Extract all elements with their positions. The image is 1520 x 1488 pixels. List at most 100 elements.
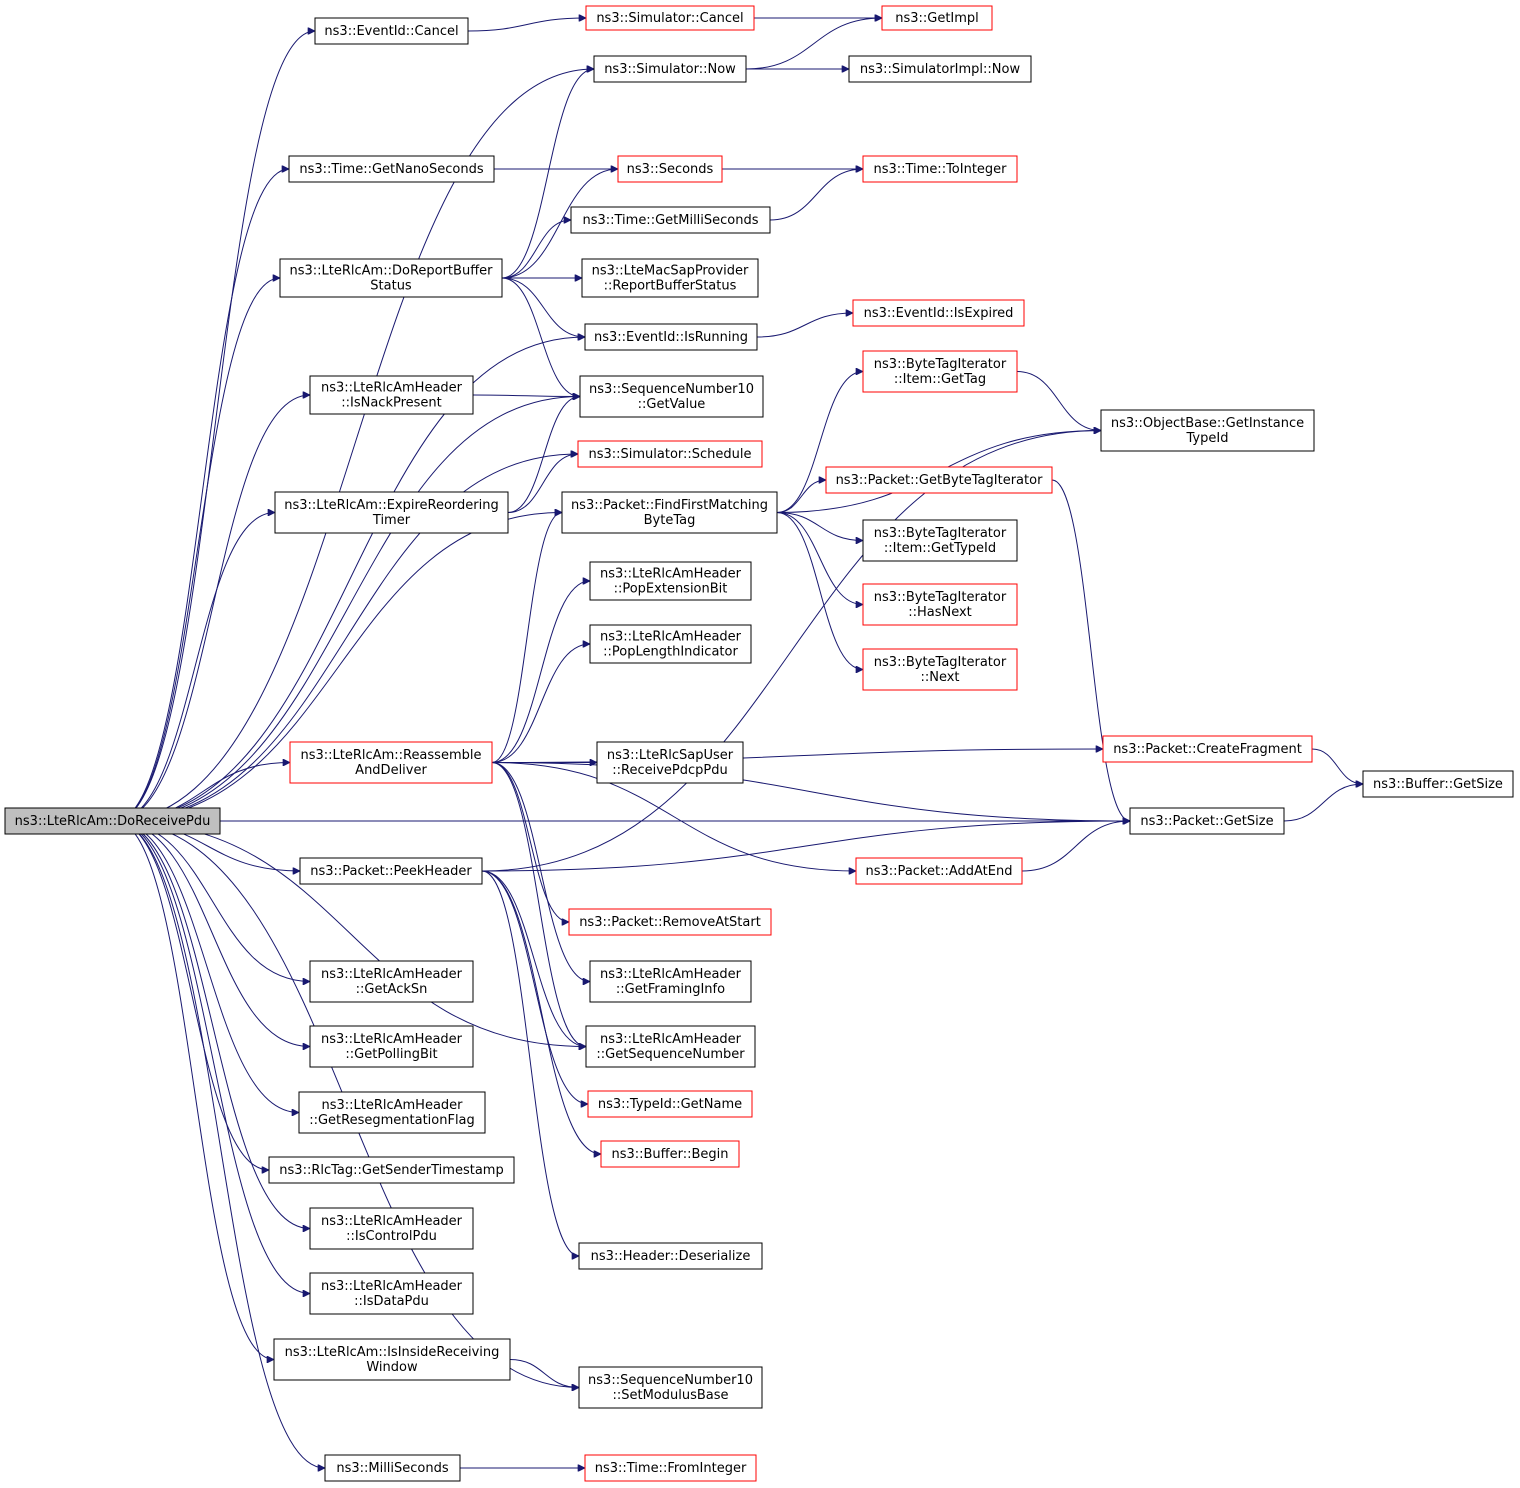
node-popLen[interactable]: ns3::LteRlcAmHeader::PopLengthIndicator bbox=[589, 624, 752, 664]
node-hdrDeser[interactable]: ns3::Header::Deserialize bbox=[578, 1242, 763, 1270]
node-box-reassemble[interactable] bbox=[289, 741, 493, 784]
node-sapUser[interactable]: ns3::LteRlcSapUser::ReceivePdcpPdu bbox=[596, 741, 744, 784]
node-box-doReport[interactable] bbox=[279, 258, 503, 298]
node-addAtEnd[interactable]: ns3::Packet::AddAtEnd bbox=[855, 857, 1023, 885]
node-box-getPolling[interactable] bbox=[309, 1025, 474, 1068]
node-box-objGetInst[interactable] bbox=[1100, 409, 1315, 452]
node-box-seconds[interactable] bbox=[617, 155, 723, 183]
node-box-macSap[interactable] bbox=[581, 258, 759, 298]
node-box-hdrDeser[interactable] bbox=[578, 1242, 763, 1270]
node-simNow[interactable]: ns3::Simulator::Now bbox=[593, 55, 747, 83]
node-simCancel[interactable]: ns3::Simulator::Cancel bbox=[585, 5, 755, 31]
node-box-isRunning[interactable] bbox=[584, 323, 758, 351]
node-btItemTypeId[interactable]: ns3::ByteTagIterator::Item::GetTypeId bbox=[862, 519, 1018, 562]
node-btNext[interactable]: ns3::ByteTagIterator::Next bbox=[862, 648, 1018, 691]
node-box-getImpl[interactable] bbox=[881, 5, 993, 31]
node-box-btItemTypeId[interactable] bbox=[862, 519, 1018, 562]
node-createFrag[interactable]: ns3::Packet::CreateFragment bbox=[1102, 735, 1313, 763]
node-box-toInteger[interactable] bbox=[862, 155, 1018, 183]
node-isRunning[interactable]: ns3::EventId::IsRunning bbox=[584, 323, 758, 351]
node-getFraming[interactable]: ns3::LteRlcAmHeader::GetFramingInfo bbox=[589, 960, 752, 1003]
node-getBTIter[interactable]: ns3::Packet::GetByteTagIterator bbox=[825, 466, 1053, 494]
node-getAckSn[interactable]: ns3::LteRlcAmHeader::GetAckSn bbox=[309, 960, 474, 1003]
node-box-getAckSn[interactable] bbox=[309, 960, 474, 1003]
node-box-isInside[interactable] bbox=[273, 1338, 511, 1381]
node-getNano[interactable]: ns3::Time::GetNanoSeconds bbox=[288, 155, 495, 183]
node-peekHeader[interactable]: ns3::Packet::PeekHeader bbox=[299, 857, 483, 885]
node-getImpl[interactable]: ns3::GetImpl bbox=[881, 5, 993, 31]
node-box-getNano[interactable] bbox=[288, 155, 495, 183]
node-box-getFraming[interactable] bbox=[589, 960, 752, 1003]
node-box-fromInteger[interactable] bbox=[584, 1454, 757, 1482]
node-bufGetSize[interactable]: ns3::Buffer::GetSize bbox=[1362, 770, 1514, 798]
node-box-typeGetName[interactable] bbox=[587, 1090, 753, 1118]
node-box-sqGetValue[interactable] bbox=[579, 375, 764, 418]
node-box-btNext[interactable] bbox=[862, 648, 1018, 691]
node-box-setMod[interactable] bbox=[578, 1366, 763, 1409]
node-box-simNow[interactable] bbox=[593, 55, 747, 83]
node-box-isExpired[interactable] bbox=[852, 299, 1025, 327]
node-box-sapUser[interactable] bbox=[596, 741, 744, 784]
node-box-createFrag[interactable] bbox=[1102, 735, 1313, 763]
node-isNack[interactable]: ns3::LteRlcAmHeader::IsNackPresent bbox=[309, 375, 474, 415]
node-getReseg[interactable]: ns3::LteRlcAmHeader::GetResegmentationFl… bbox=[298, 1091, 486, 1134]
node-box-getSeqNum[interactable] bbox=[585, 1025, 756, 1068]
node-box-addAtEnd[interactable] bbox=[855, 857, 1023, 885]
node-box-bufBegin[interactable] bbox=[600, 1140, 740, 1168]
node-box-peekHeader[interactable] bbox=[299, 857, 483, 885]
node-box-popExt[interactable] bbox=[589, 561, 752, 601]
node-box-btItemGetTag[interactable] bbox=[862, 350, 1018, 393]
node-bufBegin[interactable]: ns3::Buffer::Begin bbox=[600, 1140, 740, 1168]
node-box-evCancel[interactable] bbox=[314, 17, 469, 45]
node-popExt[interactable]: ns3::LteRlcAmHeader::PopExtensionBit bbox=[589, 561, 752, 601]
node-box-expireReord[interactable] bbox=[274, 491, 509, 534]
node-macSap[interactable]: ns3::LteMacSapProvider::ReportBufferStat… bbox=[581, 258, 759, 298]
node-box-milliSec[interactable] bbox=[324, 1454, 461, 1482]
node-box-simSchedule[interactable] bbox=[577, 440, 763, 468]
node-toInteger[interactable]: ns3::Time::ToInteger bbox=[862, 155, 1018, 183]
node-box-removeAtStart[interactable] bbox=[568, 908, 772, 936]
node-box-isNack[interactable] bbox=[309, 375, 474, 415]
node-box-getBTIter[interactable] bbox=[825, 466, 1053, 494]
node-box-root[interactable] bbox=[4, 807, 221, 835]
node-seconds[interactable]: ns3::Seconds bbox=[617, 155, 723, 183]
node-isData[interactable]: ns3::LteRlcAmHeader::IsDataPdu bbox=[309, 1272, 474, 1315]
node-milliSec[interactable]: ns3::MilliSeconds bbox=[324, 1454, 461, 1482]
node-getMilli[interactable]: ns3::Time::GetMilliSeconds bbox=[570, 206, 771, 234]
node-evCancel[interactable]: ns3::EventId::Cancel bbox=[314, 17, 469, 45]
node-getSeqNum[interactable]: ns3::LteRlcAmHeader::GetSequenceNumber bbox=[585, 1025, 756, 1068]
node-removeAtStart[interactable]: ns3::Packet::RemoveAtStart bbox=[568, 908, 772, 936]
node-rlcTag[interactable]: ns3::RlcTag::GetSenderTimestamp bbox=[268, 1156, 515, 1184]
node-sqGetValue[interactable]: ns3::SequenceNumber10::GetValue bbox=[579, 375, 764, 418]
node-root[interactable]: ns3::LteRlcAm::DoReceivePdu bbox=[4, 807, 221, 835]
node-pktGetSize[interactable]: ns3::Packet::GetSize bbox=[1129, 807, 1285, 835]
node-typeGetName[interactable]: ns3::TypeId::GetName bbox=[587, 1090, 753, 1118]
node-box-popLen[interactable] bbox=[589, 624, 752, 664]
node-isExpired[interactable]: ns3::EventId::IsExpired bbox=[852, 299, 1025, 327]
node-isControl[interactable]: ns3::LteRlcAmHeader::IsControlPdu bbox=[309, 1207, 474, 1250]
node-box-simImplNow[interactable] bbox=[848, 55, 1032, 83]
node-btHasNext[interactable]: ns3::ByteTagIterator::HasNext bbox=[862, 583, 1018, 626]
node-box-getReseg[interactable] bbox=[298, 1091, 486, 1134]
node-box-simCancel[interactable] bbox=[585, 5, 755, 31]
node-setMod[interactable]: ns3::SequenceNumber10::SetModulusBase bbox=[578, 1366, 763, 1409]
node-box-findFirst[interactable] bbox=[561, 491, 778, 534]
node-box-bufGetSize[interactable] bbox=[1362, 770, 1514, 798]
node-box-rlcTag[interactable] bbox=[268, 1156, 515, 1184]
node-box-isControl[interactable] bbox=[309, 1207, 474, 1250]
node-box-getMilli[interactable] bbox=[570, 206, 771, 234]
node-box-isData[interactable] bbox=[309, 1272, 474, 1315]
node-getPolling[interactable]: ns3::LteRlcAmHeader::GetPollingBit bbox=[309, 1025, 474, 1068]
node-box-pktGetSize[interactable] bbox=[1129, 807, 1285, 835]
node-fromInteger[interactable]: ns3::Time::FromInteger bbox=[584, 1454, 757, 1482]
node-simSchedule[interactable]: ns3::Simulator::Schedule bbox=[577, 440, 763, 468]
node-btItemGetTag[interactable]: ns3::ByteTagIterator::Item::GetTag bbox=[862, 350, 1018, 393]
node-box-btHasNext[interactable] bbox=[862, 583, 1018, 626]
node-simImplNow[interactable]: ns3::SimulatorImpl::Now bbox=[848, 55, 1032, 83]
